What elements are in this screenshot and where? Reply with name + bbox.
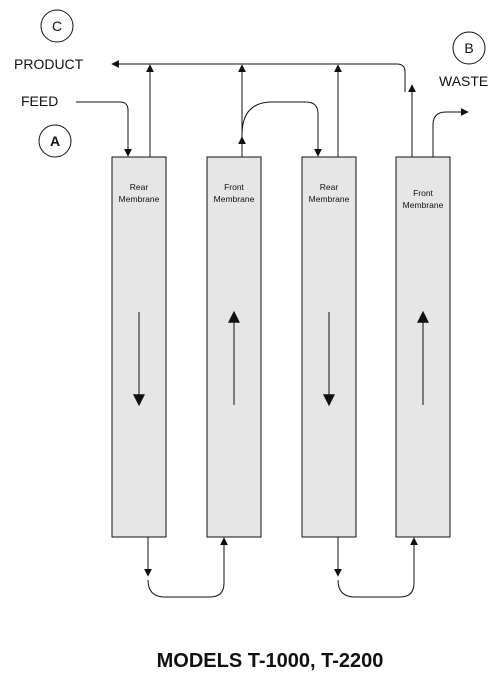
bottom-transfer-3-4	[337, 537, 418, 598]
marker-a-circle	[38, 124, 72, 158]
membrane-4-label-line2: Membrane	[403, 200, 444, 210]
product-line	[111, 60, 406, 92]
marker-b-circle	[452, 31, 486, 65]
waste-line	[432, 108, 469, 157]
waste-label: WASTE	[439, 73, 488, 89]
marker-c-circle	[40, 9, 74, 43]
marker-b-letter: B	[464, 40, 473, 56]
membrane-1-label-line1: Rear	[130, 182, 149, 192]
membrane-1-label-line2: Membrane	[119, 194, 160, 204]
membrane-3-label-line1: Rear	[320, 182, 339, 192]
membrane-4-label-line1: Front	[413, 188, 433, 198]
marker-c-letter: C	[52, 18, 62, 34]
feed-line	[76, 101, 132, 157]
membrane-2-label-line1: Front	[224, 182, 244, 192]
membrane-3-label-line2: Membrane	[309, 194, 350, 204]
bottom-transfer-1-2	[147, 537, 228, 598]
feed-label: FEED	[21, 93, 58, 109]
top-transfer-2-3	[241, 101, 322, 157]
membrane-2-label-line2: Membrane	[214, 194, 255, 204]
marker-a-letter: A	[50, 133, 60, 149]
product-label: PRODUCT	[14, 56, 84, 72]
models-title: MODELS T-1000, T-2200	[157, 650, 384, 672]
